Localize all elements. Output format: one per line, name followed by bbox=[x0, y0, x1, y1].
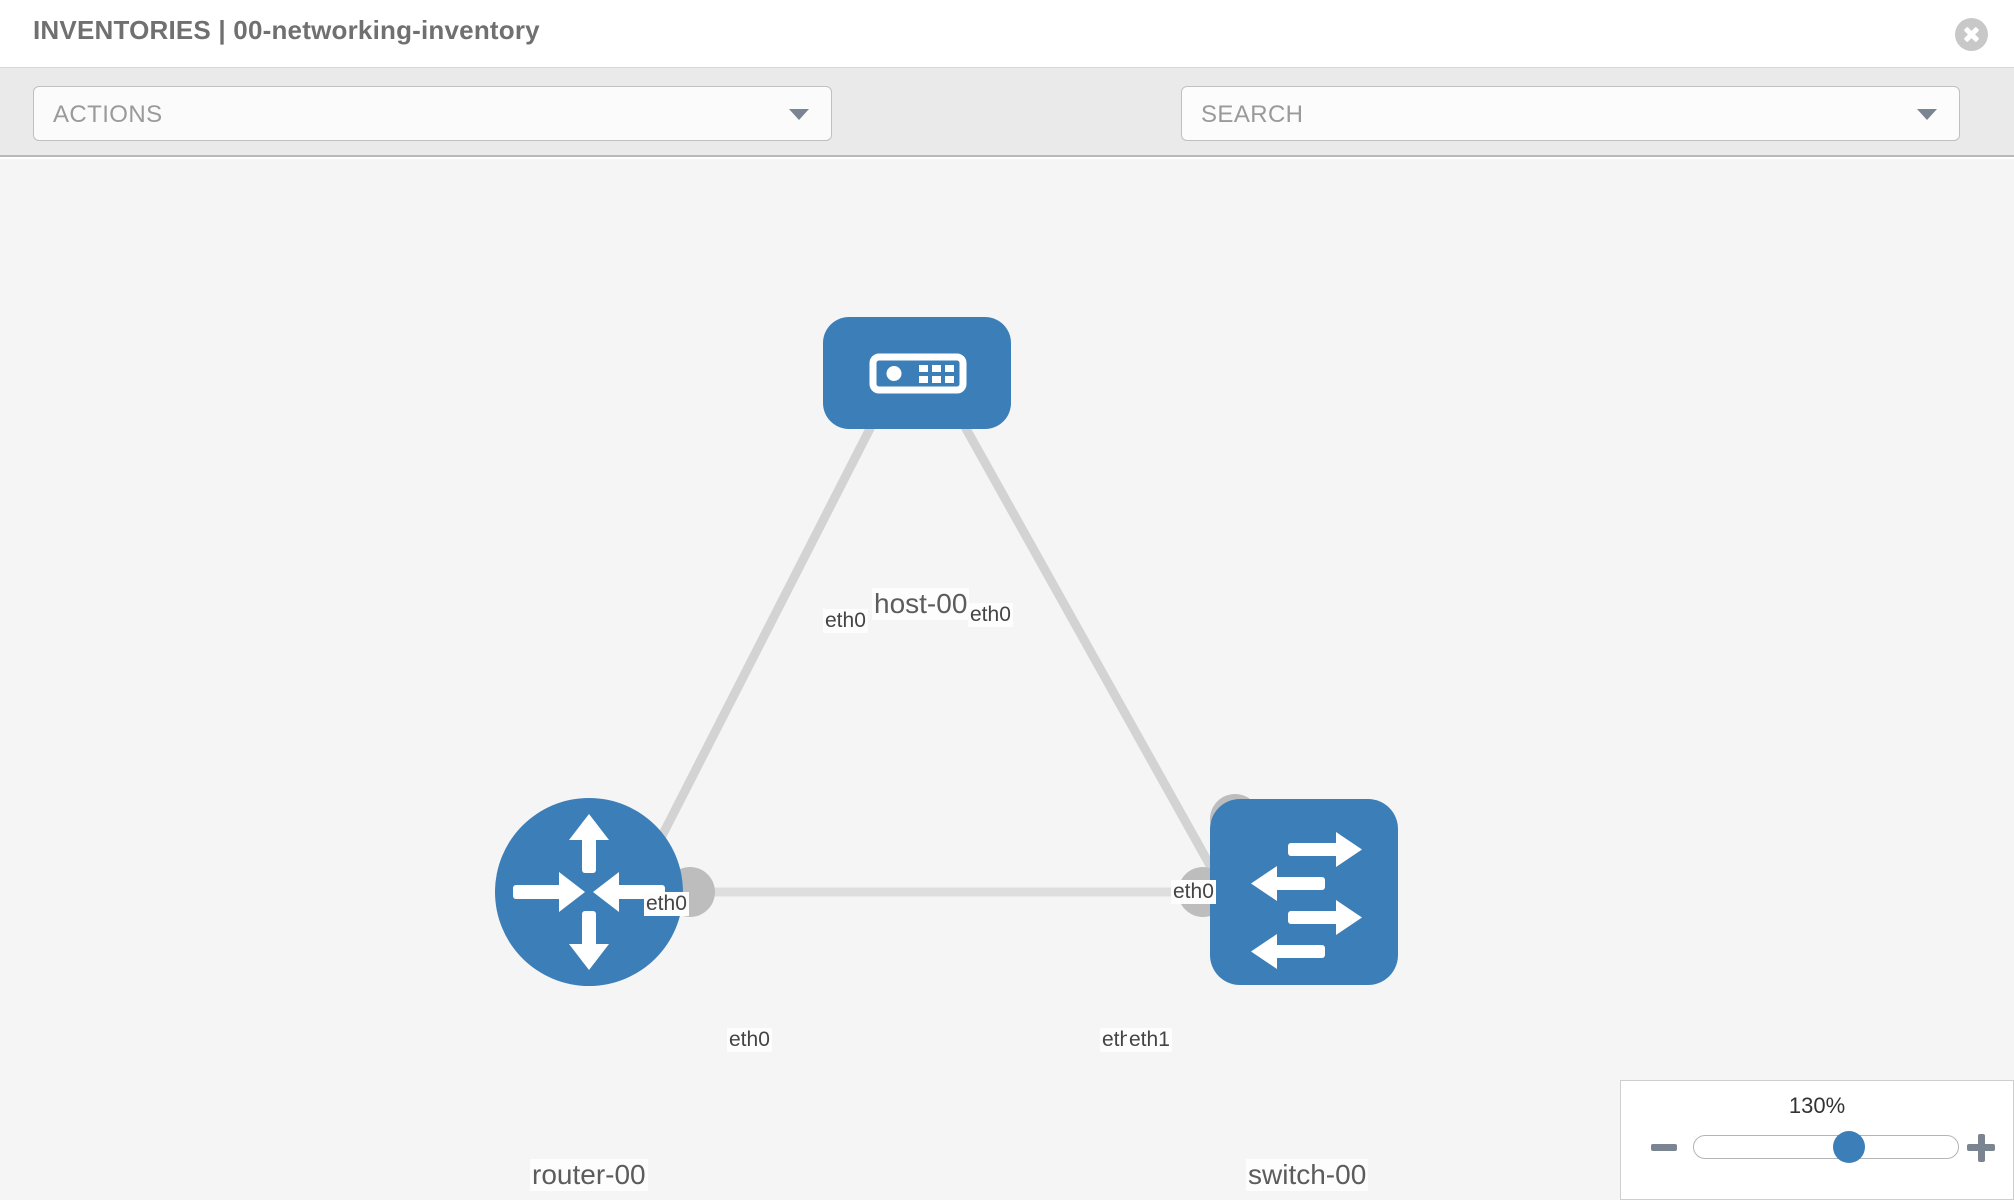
toolbar: ACTIONS SEARCH bbox=[0, 68, 2014, 197]
page-title: INVENTORIES | 00-networking-inventory bbox=[33, 15, 540, 45]
page-header: INVENTORIES | 00-networking-inventory bbox=[0, 0, 2014, 68]
plus-icon-vertical bbox=[1977, 1134, 1985, 1162]
actions-dropdown[interactable]: ACTIONS bbox=[33, 86, 832, 141]
bidirectional-arrows-icon bbox=[1251, 832, 1362, 969]
port-label-switch-eth0-uplink: eth0 bbox=[1171, 880, 1216, 904]
topology-links bbox=[635, 406, 1244, 922]
link-host-router bbox=[635, 406, 885, 882]
zoom-in-button[interactable] bbox=[1967, 1133, 1997, 1163]
search-input-placeholder: SEARCH bbox=[1201, 101, 1304, 128]
port-label-host-eth0-left: eth0 bbox=[823, 609, 868, 633]
port-label-router-eth0-uplink: eth0 bbox=[644, 892, 689, 916]
node-label-router-00: router-00 bbox=[530, 1159, 648, 1191]
node-label-switch-00: switch-00 bbox=[1246, 1159, 1369, 1191]
close-icon[interactable] bbox=[1955, 18, 1988, 51]
node-label-host-00: host-00 bbox=[872, 588, 970, 620]
link-host-switch bbox=[951, 406, 1244, 922]
zoom-slider-track[interactable] bbox=[1693, 1135, 1959, 1159]
search-input[interactable]: SEARCH bbox=[1181, 86, 1960, 141]
zoom-out-button[interactable] bbox=[1649, 1133, 1679, 1163]
zoom-slider-handle[interactable] bbox=[1833, 1131, 1866, 1163]
zoom-level-value: 130% bbox=[1788, 1093, 1846, 1118]
topology-canvas[interactable]: host-00 router-00 switch-00 eth0 eth0 et… bbox=[0, 159, 2014, 1200]
actions-dropdown-label: ACTIONS bbox=[53, 101, 163, 128]
port-label-switch-eth1-trunk: eth1 bbox=[1127, 1028, 1172, 1052]
minus-icon bbox=[1651, 1144, 1677, 1151]
port-label-host-eth0-right: eth0 bbox=[968, 603, 1013, 627]
server-appliance-icon bbox=[869, 353, 967, 394]
chevron-down-icon bbox=[789, 108, 809, 120]
four-arrows-inward-icon bbox=[513, 814, 665, 970]
node-switch-00[interactable] bbox=[1210, 799, 1398, 985]
node-host-00[interactable] bbox=[823, 317, 1011, 429]
topology-graph bbox=[495, 317, 1398, 986]
chevron-down-icon[interactable] bbox=[1917, 108, 1937, 120]
zoom-control-panel: 130% bbox=[1620, 1080, 2014, 1200]
node-router-00[interactable] bbox=[495, 798, 683, 986]
port-label-router-eth0-trunk: eth0 bbox=[727, 1028, 772, 1052]
